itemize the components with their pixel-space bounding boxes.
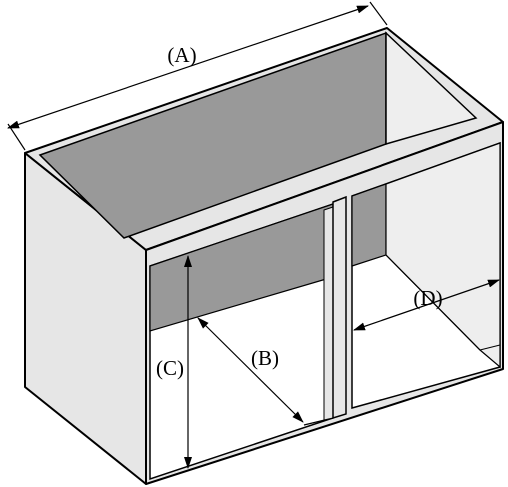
center-divider bbox=[332, 195, 347, 420]
dimension-a-extension-left bbox=[7, 123, 26, 151]
dimension-b-arrow bbox=[197, 317, 304, 423]
dimension-a-label: (A) bbox=[167, 43, 196, 67]
right-compartment-floor-edge bbox=[479, 344, 501, 351]
dimension-c-label: (C) bbox=[156, 356, 184, 380]
dimension-d-arrow bbox=[353, 279, 500, 331]
dimension-b-label: (B) bbox=[251, 346, 279, 370]
dimension-d-label: (D) bbox=[413, 286, 442, 310]
right-compartment-back-wall bbox=[351, 183, 387, 267]
dimension-a-arrow bbox=[7, 5, 369, 129]
left-compartment-divider-face bbox=[323, 206, 334, 421]
dimension-a-extension-right bbox=[369, 1, 388, 26]
top-opening-side-wall bbox=[385, 31, 478, 145]
